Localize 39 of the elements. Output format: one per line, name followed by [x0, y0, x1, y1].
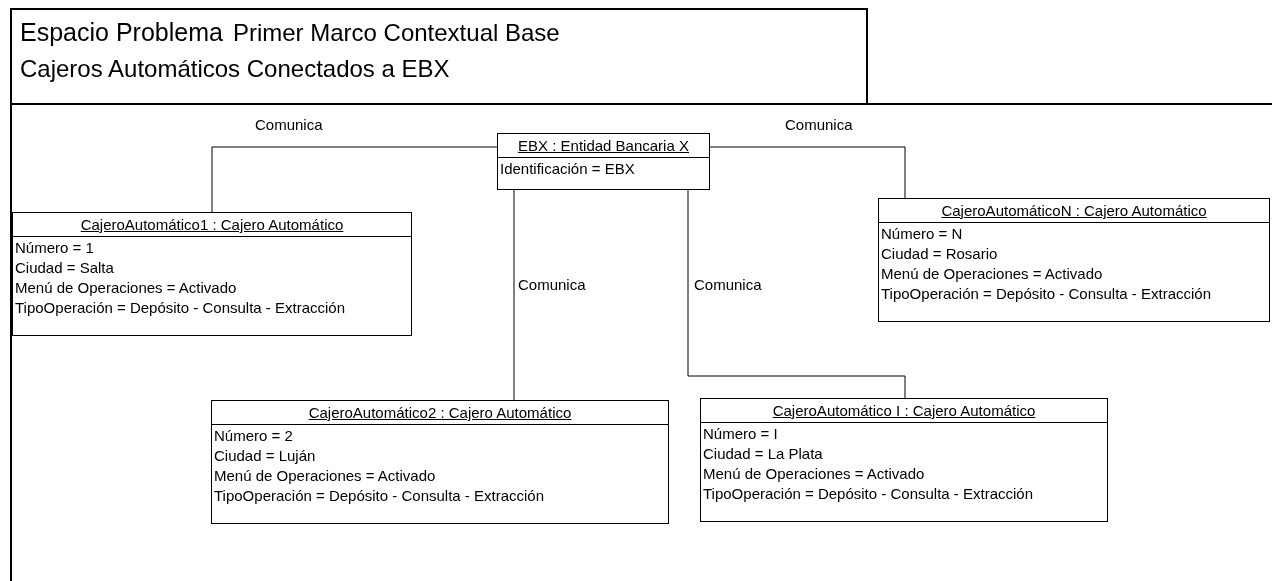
- connector-line: [687, 189, 906, 399]
- edge-label: Comunica: [516, 276, 588, 293]
- attribute-text: Identificación = EBX: [500, 159, 635, 179]
- object-name: CajeroAutomático1 : Cajero Automático: [80, 216, 344, 233]
- attribute-text: Número = N: [881, 224, 963, 244]
- attribute-text: Menú de Operaciones = Activado: [881, 264, 1103, 284]
- connector-line: [709, 146, 906, 199]
- attribute-text: Número = 2: [214, 426, 293, 446]
- object-box: [878, 198, 1270, 322]
- attribute-text: Número = 1: [15, 238, 94, 258]
- attribute-text: Ciudad = Rosario: [881, 244, 998, 264]
- object-name: CajeroAutomático I : Cajero Automático: [772, 402, 1036, 419]
- subtitle-text: Cajeros Automáticos Conectados a EBX: [20, 55, 450, 82]
- attribute-text: Menú de Operaciones = Activado: [15, 278, 237, 298]
- connector-line: [513, 189, 515, 401]
- subtitle-text: Primer Marco Contextual Base: [232, 19, 560, 47]
- attribute-text: Menú de Operaciones = Activado: [214, 466, 436, 486]
- attribute-text: TipoOperación = Depósito - Consulta - Extracción: [214, 486, 544, 506]
- object-box: [497, 133, 710, 190]
- edge-label: Comunica: [692, 276, 764, 293]
- edge-label: Comunica: [253, 116, 325, 133]
- attribute-text: TipoOperación = Depósito - Consulta - Extracción: [703, 484, 1033, 504]
- attribute-text: Ciudad = Luján: [214, 446, 316, 466]
- attribute-text: TipoOperación = Depósito - Consulta - Extracción: [881, 284, 1211, 304]
- attribute-text: Menú de Operaciones = Activado: [703, 464, 925, 484]
- attribute-text: Ciudad = La Plata: [703, 444, 823, 464]
- object-box: [700, 398, 1108, 522]
- object-box: [211, 400, 669, 524]
- attribute-text: TipoOperación = Depósito - Consulta - Extracción: [15, 298, 345, 318]
- edge-label: Comunica: [783, 116, 855, 133]
- attribute-text: Número = I: [703, 424, 778, 444]
- object-name: EBX : Entidad Bancaria X: [518, 137, 689, 154]
- object-box: [12, 212, 412, 336]
- title-box: [10, 8, 868, 105]
- object-name: CajeroAutomáticoN : Cajero Automático: [941, 202, 1207, 219]
- title-text: Espacio Problema: [20, 18, 223, 47]
- attribute-text: Ciudad = Salta: [15, 258, 114, 278]
- object-name: CajeroAutomático2 : Cajero Automático: [308, 404, 572, 421]
- connector-line: [211, 146, 498, 213]
